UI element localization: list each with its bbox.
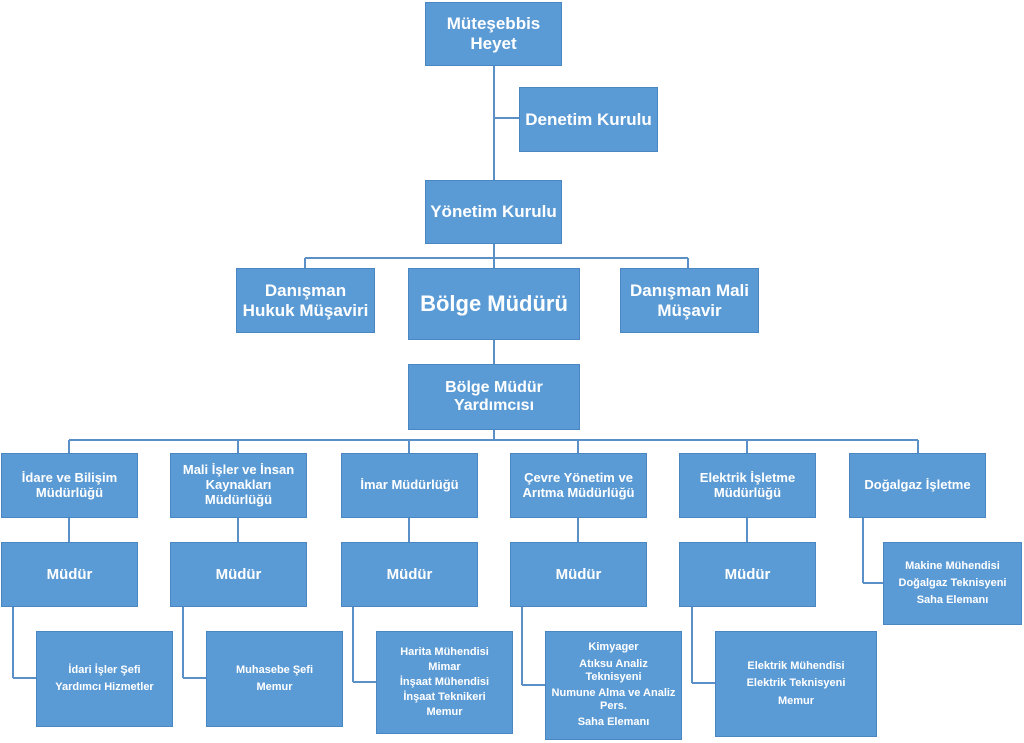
manager-box: Müdür (170, 542, 307, 607)
staff-item: Memur (777, 694, 815, 707)
staff-item: Makine Mühendisi (905, 559, 1000, 572)
manager-label: Müdür (386, 565, 433, 583)
staff-item: Mimar (428, 661, 461, 674)
staff-box-finance-hr: Muhasebe Şefi Memur (206, 631, 343, 727)
staff-item: İdari İşler Şefi (68, 663, 141, 676)
dept-label: Çevre Yönetim ve Arıtma Müdürlüğü (522, 469, 635, 500)
audit-board-label: Denetim Kurulu (525, 109, 652, 129)
manager-label: Müdür (215, 565, 262, 583)
financial-advisor-box: Danışman Mali Müşavir (620, 268, 759, 333)
dept-finance-hr: Mali İşler ve İnsan Kaynakları Müdürlüğü (170, 453, 307, 518)
manager-box: Müdür (510, 542, 647, 607)
staff-item: İnşaat Mühendisi (399, 676, 490, 689)
manager-label: Müdür (46, 565, 93, 583)
legal-advisor-box: Danışman Hukuk Müşaviri (236, 268, 375, 333)
deputy-manager-box: Bölge Müdür Yardımcısı (408, 364, 580, 430)
dept-label: Elektrik İşletme Müdürlüğü (699, 469, 796, 500)
staff-box-natural-gas: Makine Mühendisi Doğalgaz Teknisyeni Sah… (883, 542, 1022, 625)
staff-item: Saha Elemanı (577, 716, 650, 729)
staff-item: Elektrik Teknisyeni (746, 677, 846, 690)
dept-admin-it: İdare ve Bilişim Müdürlüğü (1, 453, 138, 518)
regional-manager-box: Bölge Müdürü (408, 268, 580, 340)
manager-label: Müdür (555, 565, 602, 583)
dept-label: İdare ve Bilişim Müdürlüğü (21, 469, 118, 500)
dept-environment: Çevre Yönetim ve Arıtma Müdürlüğü (510, 453, 647, 518)
financial-advisor-label: Danışman Mali Müşavir (629, 280, 750, 320)
manager-box: Müdür (1, 542, 138, 607)
dept-label: Mali İşler ve İnsan Kaynakları Müdürlüğü (182, 462, 295, 507)
legal-advisor-label: Danışman Hukuk Müşaviri (242, 280, 369, 320)
regional-manager-label: Bölge Müdürü (420, 291, 568, 317)
dept-zoning: İmar Müdürlüğü (341, 453, 478, 518)
staff-item: Memur (426, 705, 463, 718)
staff-box-zoning: Harita Mühendisi Mimar İnşaat Mühendisi … (376, 631, 513, 734)
manager-box: Müdür (341, 542, 478, 607)
staff-box-electric: Elektrik Mühendisi Elektrik Teknisyeni M… (715, 631, 877, 737)
staff-item: Memur (256, 681, 293, 693)
staff-item: Yardımcı Hizmetler (55, 681, 154, 693)
manager-box: Müdür (679, 542, 816, 607)
founders-box: Müteşebbis Heyet (425, 2, 562, 66)
dept-label: Doğalgaz İşletme (864, 477, 971, 493)
staff-item: Atıksu Analiz Teknisyeni (579, 657, 648, 683)
dept-natural-gas: Doğalgaz İşletme (849, 453, 986, 518)
staff-item: Doğalgaz Teknisyeni (898, 576, 1007, 589)
dept-label: İmar Müdürlüğü (360, 477, 459, 493)
staff-item: Kimyager (588, 641, 639, 654)
manager-label: Müdür (724, 565, 771, 583)
staff-box-environment: Kimyager Atıksu Analiz Teknisyeni Numune… (545, 631, 682, 740)
staff-item: İnşaat Teknikeri (403, 690, 486, 703)
staff-item: Saha Elemanı (916, 594, 989, 607)
staff-item: Elektrik Mühendisi (747, 660, 845, 673)
dept-electric: Elektrik İşletme Müdürlüğü (679, 453, 816, 518)
executive-board-box: Yönetim Kurulu (425, 180, 562, 244)
staff-item: Numune Alma ve Analiz Pers. (551, 687, 676, 713)
executive-board-label: Yönetim Kurulu (430, 202, 557, 222)
staff-box-admin-it: İdari İşler Şefi Yardımcı Hizmetler (36, 631, 173, 727)
founders-label: Müteşebbis Heyet (446, 14, 541, 53)
deputy-manager-label: Bölge Müdür Yardımcısı (445, 378, 543, 414)
staff-item: Muhasebe Şefi (235, 663, 314, 676)
audit-board-box: Denetim Kurulu (519, 87, 658, 152)
staff-item: Harita Mühendisi (400, 646, 489, 659)
